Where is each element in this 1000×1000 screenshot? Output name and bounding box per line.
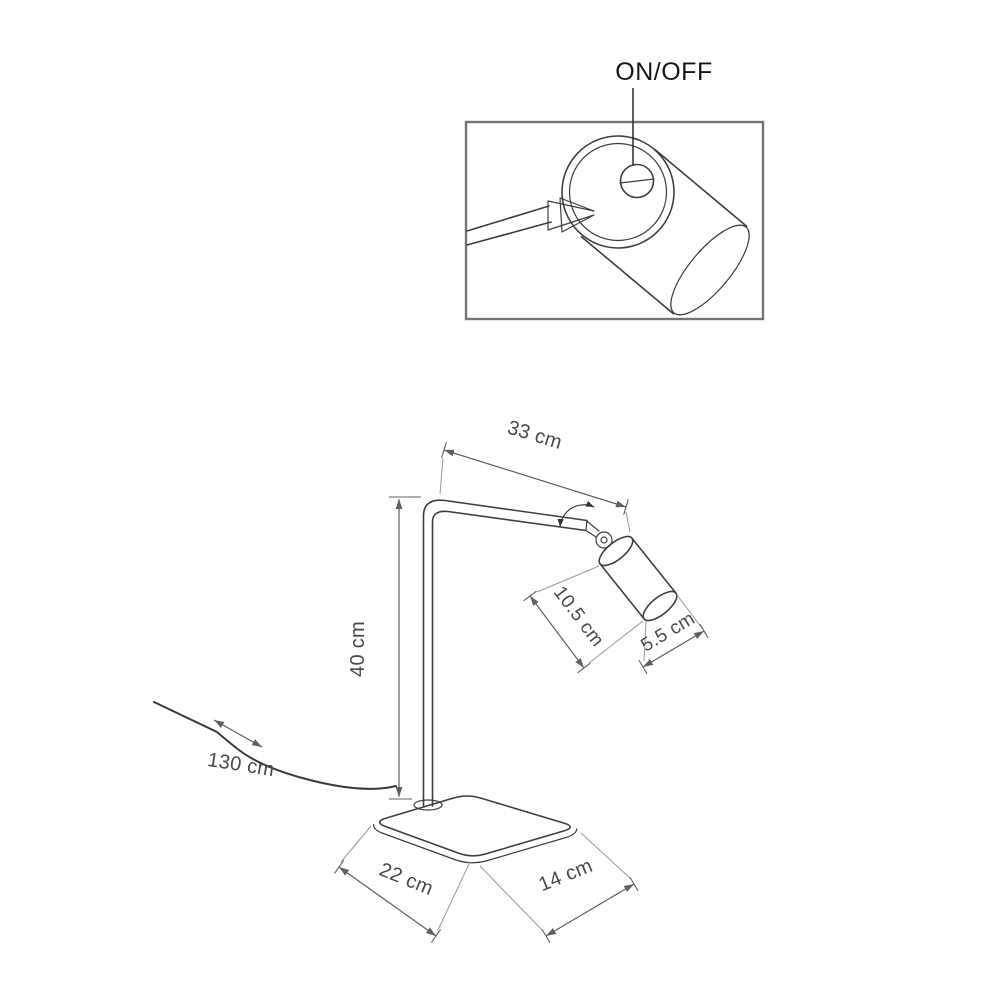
- dim-arm-length: [439, 442, 631, 533]
- arm-end-cap: [585, 519, 588, 532]
- base-plate-top: [378, 795, 572, 857]
- inset-arm-bottom-line: [466, 221, 552, 246]
- lamp-head-rim-circle: [568, 142, 668, 242]
- dim-arm-line: [443, 449, 627, 508]
- power-cable: [153, 701, 397, 790]
- pivot-joint-circle: [595, 531, 613, 549]
- lamp-head-back-circle: [561, 135, 675, 249]
- dim-arm-ticks: [441, 442, 629, 515]
- dim-base-depth-line: [338, 866, 437, 937]
- dim-base-depth-ext-left: [340, 825, 372, 863]
- head-bottom-line: [599, 563, 645, 620]
- dim-cable-text: 130 cm: [206, 749, 276, 781]
- head-far-ellipse: [642, 590, 678, 622]
- lamp-drawing: [153, 499, 678, 864]
- inset-cylinder-top-line: [653, 148, 748, 228]
- dim-height-text: 40 cm: [347, 621, 369, 677]
- dim-head-length-ext-top: [536, 565, 600, 593]
- inset-lamp-head: [466, 135, 750, 316]
- tilt-rotation-arrow-icon: [557, 500, 595, 528]
- dim-base-width-line: [545, 883, 635, 937]
- dim-head-length-ticks: [523, 590, 591, 674]
- dim-head-diameter-text: 5.5 cm: [638, 608, 699, 656]
- dim-base-depth-ext-right: [437, 861, 471, 931]
- switch-slot-line: [619, 178, 655, 184]
- dim-arm-ext-left: [439, 457, 444, 495]
- dim-head-diameter-line: [642, 630, 705, 668]
- dim-base-width: [479, 832, 639, 944]
- dim-cable: [213, 719, 263, 748]
- pole-base-flange: [413, 799, 443, 811]
- inset-cylinder-end-ellipse: [670, 224, 750, 316]
- dim-head-length-ext-bottom: [588, 620, 644, 664]
- dim-head-length: [523, 565, 644, 674]
- inset-arm-top-line: [466, 205, 550, 232]
- dim-base-depth: [333, 825, 471, 943]
- dim-height-ticks: [389, 496, 421, 800]
- dim-arm-ext-right: [625, 511, 631, 533]
- dim-cable-line: [213, 719, 263, 748]
- dim-arm-text: 33 cm: [505, 417, 565, 454]
- inset-border: [464, 120, 765, 321]
- pole-arm-inner-line: [431, 510, 587, 807]
- head-top-line: [631, 537, 677, 594]
- pole-arm-outer-line: [422, 499, 588, 807]
- dim-head-diameter: [638, 594, 709, 675]
- dim-base-width-text: 14 cm: [536, 855, 596, 896]
- pivot-screw-circle: [600, 536, 608, 544]
- dim-head-length-text: 10.5 cm: [549, 583, 608, 651]
- inset-panel: [464, 88, 765, 321]
- dim-base-depth-ticks: [333, 860, 442, 943]
- dim-base-width-ext-right: [580, 832, 632, 880]
- dim-head-diameter-ticks: [638, 623, 709, 675]
- switch-knob-icon: [619, 163, 655, 199]
- dim-base-depth-text: 22 cm: [376, 859, 436, 900]
- on-off-label: ON/OFF: [615, 58, 712, 86]
- dim-base-width-ext-left: [479, 865, 543, 931]
- base-plate-thickness: [373, 823, 578, 864]
- dim-head-length-line: [529, 595, 585, 669]
- dim-head-diameter-ext-right: [676, 594, 702, 628]
- dim-base-width-ticks: [541, 876, 639, 944]
- inset-cylinder-bottom-line: [580, 235, 675, 315]
- head-fork: [585, 519, 600, 538]
- dim-height: [389, 496, 421, 800]
